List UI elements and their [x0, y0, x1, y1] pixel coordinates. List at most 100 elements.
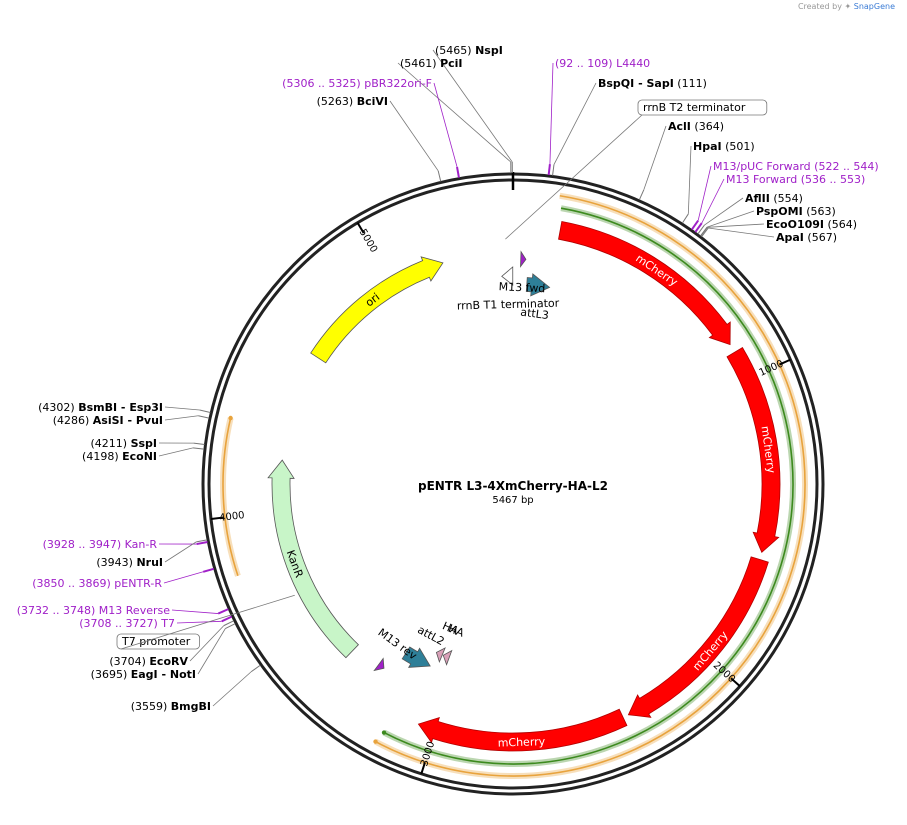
acii-tick — [638, 189, 645, 201]
m13-puc-fwd-name: M13/pUC Forward — [713, 160, 811, 173]
kan-r-position: (3928 .. 3947) — [43, 538, 122, 551]
eagi-noti-position: (3695) — [91, 668, 128, 681]
m13-puc-fwd-position: (522 .. 544) — [814, 160, 879, 173]
hpai-position: (501) — [725, 140, 755, 153]
l4440-tick — [547, 164, 551, 176]
m13-reverse-position: (3732 .. 3748) — [17, 604, 96, 617]
rrnb-t1-label: rrnB T1 terminator — [457, 297, 560, 313]
tick-3000 — [420, 762, 426, 775]
m13-forward-leader — [701, 178, 725, 224]
eagi-noti-label: (3695) EagI - NotI — [91, 668, 196, 681]
sspi-tick — [193, 442, 205, 446]
pcii-leader — [397, 62, 512, 163]
enzyme-labels: (5465) NspI(5461) PciI(92 .. 109) L4440B… — [17, 44, 879, 713]
nspi-name: NspI — [475, 44, 503, 57]
t7-promoter-label: T7 promoter — [121, 635, 191, 648]
sspi-position: (4211) — [90, 437, 127, 450]
ha-2-label: HA — [440, 619, 460, 637]
mcherry-4-label: mCherry — [498, 735, 546, 750]
eagi-noti-name: EagI - NotI — [131, 668, 196, 681]
rrnb-t2-terminator-box — [637, 99, 768, 116]
acii-position: (364) — [694, 120, 724, 133]
bcivi-tick — [437, 170, 442, 182]
orf-orange — [375, 194, 806, 777]
pspomi-leader — [706, 210, 755, 228]
bcivi-leader — [389, 100, 439, 172]
m13-forward-position: (536 .. 553) — [801, 173, 866, 186]
hpai-tick — [681, 213, 689, 224]
bcivi-position: (5263) — [317, 95, 354, 108]
aflii-label: AflII (554) — [745, 192, 803, 205]
pspomi-label: PspOMI (563) — [756, 205, 836, 218]
ecoo109i-label: EcoO109I (564) — [766, 218, 857, 231]
asisi-pvui-leader — [164, 415, 199, 421]
aflii-position: (554) — [773, 192, 803, 205]
t7-leader — [176, 620, 222, 624]
t7-name: T7 — [160, 617, 175, 630]
credit-brand: SnapGene — [853, 2, 895, 11]
tick-5000 — [356, 222, 365, 234]
attl3-arrow — [525, 273, 551, 297]
bspqi-sapi-name: BspQI - SapI — [598, 77, 674, 90]
bsmbi-esp3i-name: BsmBI - Esp3I — [78, 401, 163, 414]
pbr322ori-f-name: pBR322ori-F — [364, 77, 432, 90]
credit-prefix: Created by — [797, 2, 842, 11]
m13-fwd-arrow — [520, 250, 527, 268]
pentr-r-label: (3850 .. 3869) pENTR-R — [32, 577, 162, 590]
ecorv-tick — [223, 620, 234, 627]
kan-r-label: (3928 .. 3947) Kan-R — [43, 538, 158, 551]
orf-orange-end-icon — [373, 739, 378, 744]
plasmid-length: 5467 bp — [492, 495, 533, 506]
nrui-tick — [196, 539, 208, 543]
bspqi-sapi-position: (111) — [677, 77, 707, 90]
pcii-position: (5461) — [400, 57, 437, 70]
orf-bands — [220, 192, 808, 779]
orf-green-end-icon — [381, 730, 387, 735]
asisi-pvui-tick — [198, 415, 210, 419]
orf-green — [383, 207, 794, 765]
asisi-pvui-position: (4286) — [53, 414, 90, 427]
pentr-r-name: pENTR-R — [114, 577, 162, 590]
m13-reverse-leader — [171, 609, 219, 614]
ecorv-name: EcoRV — [149, 655, 188, 668]
rrnb-t2-terminator-label: rrnB T2 terminator — [643, 101, 746, 114]
tick-4000 — [210, 516, 224, 520]
ecoo109i-tick — [700, 227, 708, 237]
pbr322ori-f-tick — [456, 166, 460, 178]
eagi-noti-tick — [225, 623, 236, 630]
bspqi-sapi-label: BspQI - SapI (111) — [598, 77, 707, 90]
pspomi-name: PspOMI — [756, 205, 803, 218]
mcherry-3-arrow — [627, 556, 769, 718]
pspomi-position: (563) — [806, 205, 836, 218]
m13-fwd-label: M13 fwd — [498, 280, 545, 295]
snapgene-credit: Created by ✦ SnapGene — [798, 2, 895, 11]
bcivi-label: (5263) BciVI — [317, 95, 388, 108]
eagi-noti-leader — [197, 628, 226, 675]
ecoo109i-position: (564) — [828, 218, 858, 231]
econi-position: (4198) — [82, 450, 119, 463]
rrnb-t1-arrow — [501, 266, 514, 286]
kan-r-name: Kan-R — [125, 538, 158, 551]
m13-forward-name: M13 Forward — [726, 173, 797, 186]
nspi-label: (5465) NspI — [435, 44, 503, 57]
orf-orange-left — [222, 417, 239, 577]
snapgene-logo-icon: ✦ — [844, 2, 852, 11]
bcivi-name: BciVI — [357, 95, 388, 108]
asisi-pvui-name: AsiSI - PvuI — [93, 414, 163, 427]
hpai-name: HpaI — [693, 140, 722, 153]
m13-forward-label: M13 Forward (536 .. 553) — [726, 173, 865, 186]
ecoo109i-name: EcoO109I — [766, 218, 824, 231]
plasmid-name: pENTR L3-4XmCherry-HA-L2 — [418, 479, 608, 493]
econi-tick — [192, 447, 205, 450]
orf-orange-left-end-icon — [228, 415, 233, 421]
pentr-r-position: (3850 .. 3869) — [32, 577, 111, 590]
sspi-label: (4211) SspI — [90, 437, 157, 450]
nrui-name: NruI — [136, 556, 163, 569]
center-title: pENTR L3-4XmCherry-HA-L2 5467 bp — [418, 479, 608, 506]
apai-position: (567) — [807, 231, 837, 244]
hpai-leader — [687, 145, 692, 214]
ha-2-arrow — [435, 647, 446, 664]
attl2-arrow — [401, 646, 431, 668]
aflii-name: AflII — [745, 192, 770, 205]
